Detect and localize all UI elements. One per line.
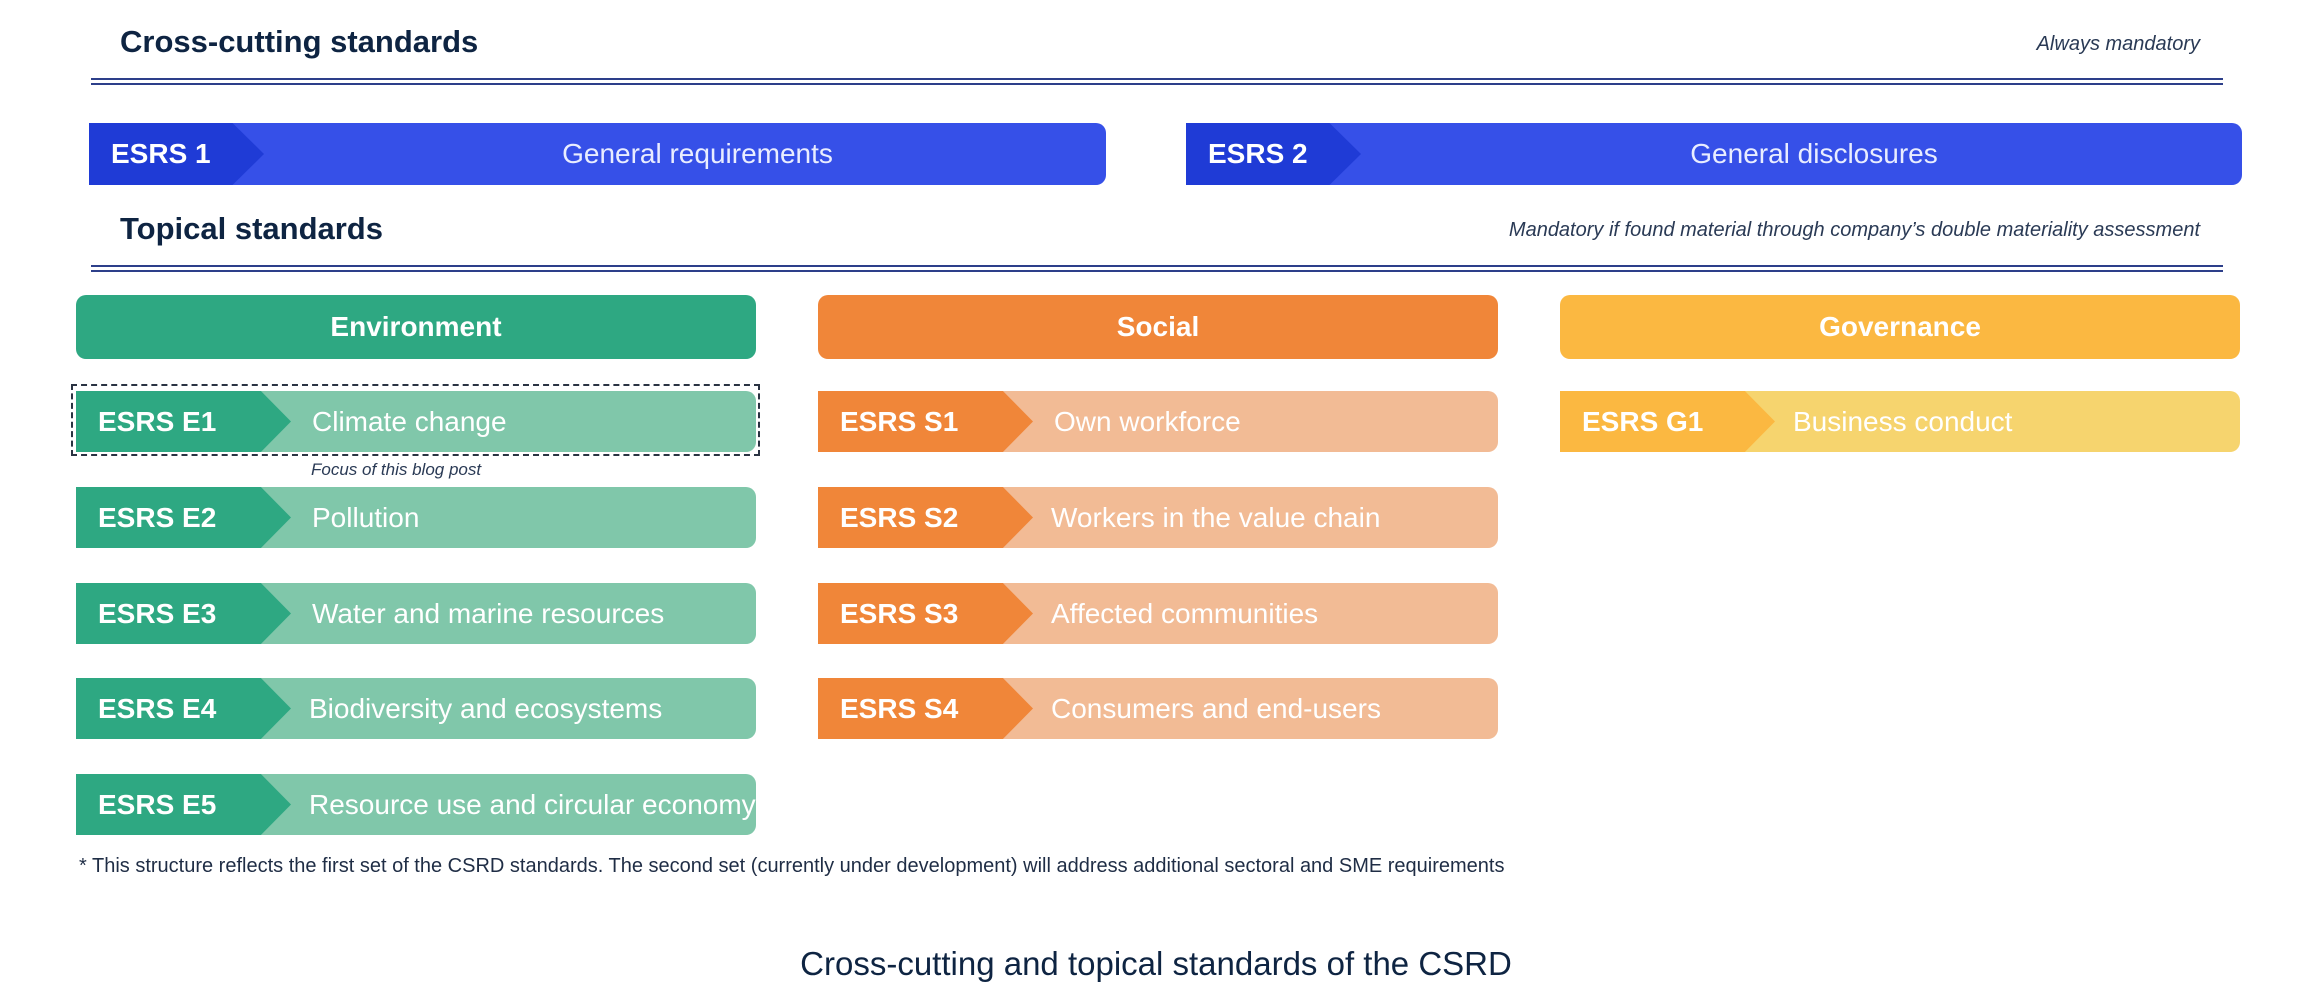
- focus-note: Focus of this blog post: [311, 460, 482, 479]
- standard-label: Own workforce: [1054, 406, 1241, 437]
- standard-esrs-e5[interactable]: ESRS E5 Resource use and circular econom…: [76, 774, 756, 835]
- pillar-governance: Governance: [1560, 295, 2240, 359]
- standard-code: ESRS E2: [76, 487, 291, 548]
- standard-esrs-s4[interactable]: ESRS S4 Consumers and end-users: [818, 678, 1498, 739]
- standard-label: Pollution: [312, 502, 420, 533]
- pillar-social: Social: [818, 295, 1498, 359]
- pillar-environment: Environment: [76, 295, 756, 359]
- standard-label: Business conduct: [1793, 406, 2013, 437]
- standard-code: ESRS E4: [76, 678, 291, 739]
- standard-label: Biodiversity and ecosystems: [309, 693, 663, 724]
- cross-cutting-note: Always mandatory: [2036, 33, 2200, 55]
- focus-highlight: [71, 384, 760, 456]
- standard-esrs-s3[interactable]: ESRS S3 Affected communities: [818, 583, 1498, 644]
- standard-label: Affected communities: [1051, 598, 1319, 629]
- standard-esrs-s2[interactable]: ESRS S2 Workers in the value chain: [818, 487, 1498, 548]
- standard-code: ESRS E3: [76, 583, 291, 644]
- standard-esrs-e2[interactable]: ESRS E2 Pollution: [76, 487, 756, 548]
- standard-esrs-e1[interactable]: ESRS E1 Climate change: [76, 391, 756, 452]
- standard-code: ESRS E5: [76, 774, 291, 835]
- topical-divider: [91, 265, 2223, 272]
- standard-label: Resource use and circular economy: [309, 789, 756, 820]
- standard-code: ESRS 2: [1186, 123, 1361, 185]
- standard-code: ESRS E1: [76, 391, 291, 452]
- cross-cutting-divider: [91, 78, 2223, 85]
- standard-label: Water and marine resources: [312, 598, 665, 629]
- standard-esrs-e4[interactable]: ESRS E4 Biodiversity and ecosystems: [76, 678, 756, 739]
- standard-esrs-2[interactable]: ESRS 2 General disclosures: [1186, 123, 2242, 185]
- standard-esrs-g1[interactable]: ESRS G1 Business conduct: [1560, 391, 2240, 452]
- standard-esrs-e3[interactable]: ESRS E3 Water and marine resources: [76, 583, 756, 644]
- standard-esrs-1[interactable]: ESRS 1 General requirements: [89, 123, 1106, 185]
- standard-label: General disclosures: [1690, 138, 1938, 169]
- footnote: * This structure reflects the first set …: [79, 855, 1505, 877]
- standard-label: Climate change: [312, 406, 507, 437]
- standard-code: ESRS S4: [818, 678, 1033, 739]
- standard-code: ESRS S1: [818, 391, 1033, 452]
- standard-code: ESRS 1: [89, 123, 264, 185]
- standard-code: ESRS G1: [1560, 391, 1775, 452]
- topical-note: Mandatory if found material through comp…: [1508, 219, 2200, 241]
- standard-label: Consumers and end-users: [1051, 693, 1381, 724]
- topical-title: Topical standards: [120, 211, 383, 246]
- figure-caption: Cross-cutting and topical standards of t…: [800, 945, 1512, 982]
- cross-cutting-title: Cross-cutting standards: [120, 24, 479, 59]
- standard-label: Workers in the value chain: [1051, 502, 1381, 533]
- standard-esrs-s1[interactable]: ESRS S1 Own workforce: [818, 391, 1498, 452]
- standard-label: General requirements: [562, 138, 833, 169]
- standard-code: ESRS S2: [818, 487, 1033, 548]
- standard-code: ESRS S3: [818, 583, 1033, 644]
